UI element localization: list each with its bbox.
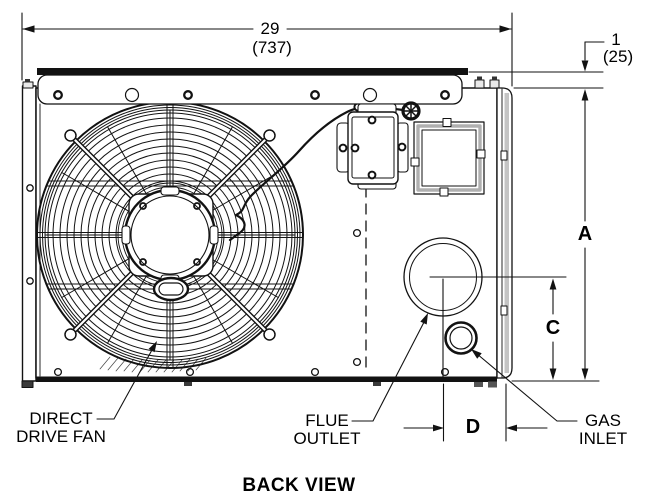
opening-notch: [439, 187, 449, 197]
screw-hole: [26, 277, 34, 285]
fan-guard: [36, 101, 304, 373]
leader-flue: [351, 313, 428, 422]
callout-gas-line1: GAS: [585, 411, 621, 430]
right-side-panel: [496, 87, 513, 379]
control-box: [336, 103, 409, 190]
foot: [184, 382, 192, 386]
view-title: BACK VIEW: [242, 475, 356, 496]
hub-screw: [139, 202, 147, 210]
box-screw: [397, 142, 407, 152]
square-opening: [410, 118, 486, 197]
opening-notch: [442, 118, 452, 127]
leg-foot: [64, 129, 77, 142]
box-screw: [367, 170, 377, 180]
leader-lines: [96, 313, 578, 422]
callout-flue-line2: OUTLET: [293, 429, 361, 448]
hub-screw: [193, 258, 201, 266]
opening-notch: [410, 157, 420, 167]
foot: [21, 380, 34, 388]
dim-top-cap-1: [468, 41, 605, 89]
foot: [488, 381, 497, 388]
top-mounting-flange: [37, 68, 500, 105]
flange-holes: [53, 87, 450, 103]
hub-screw: [193, 202, 201, 210]
gas-inlet-circle: [444, 321, 478, 355]
panel-clip: [500, 305, 508, 316]
fan-guard-spokes: [44, 109, 296, 361]
left-edge-strip: [21, 79, 37, 388]
leg-foot: [263, 129, 276, 142]
panel-clip: [500, 150, 508, 161]
callout-fan-line1: DIRECT: [29, 409, 93, 428]
top-cap: [37, 68, 468, 75]
top-right-bolts: [474, 76, 500, 89]
dim-width-29: [21, 12, 513, 87]
leg-foot: [64, 328, 77, 341]
bottom-edge: [36, 228, 497, 388]
callout-fan-line2: DRIVE FAN: [16, 427, 106, 446]
screw-hole: [26, 184, 34, 192]
leader-fan: [96, 341, 157, 420]
leader-gas: [471, 349, 578, 422]
dim-flue-height-letter: C: [545, 317, 561, 339]
dim-cap-mm: (25): [602, 47, 634, 66]
foot: [474, 382, 483, 387]
dim-height-letter: A: [577, 223, 593, 245]
foot: [373, 382, 381, 386]
dim-width-mm: (737): [252, 38, 292, 57]
callout-flue-line1: FLUE: [305, 411, 349, 430]
hub-screw: [139, 258, 147, 266]
bottom-holes: [53, 228, 450, 377]
dim-c: [429, 276, 567, 382]
box-screw: [367, 115, 377, 125]
box-screw: [338, 143, 348, 153]
callout-gas-line2: INLET: [578, 429, 628, 448]
dim-d: [403, 383, 548, 442]
fan-hub: [121, 186, 219, 302]
dim-cap-inches: 1: [611, 30, 621, 49]
dim-a: [511, 89, 600, 382]
dim-width-inches: 29: [260, 19, 280, 38]
dimension-lines: [21, 12, 605, 442]
dim-flue-offset-letter: D: [465, 416, 481, 438]
grommet-wheel-icon: [401, 101, 421, 121]
box-screw: [350, 143, 360, 153]
leg-foot: [263, 328, 276, 341]
opening-notch: [476, 149, 486, 159]
